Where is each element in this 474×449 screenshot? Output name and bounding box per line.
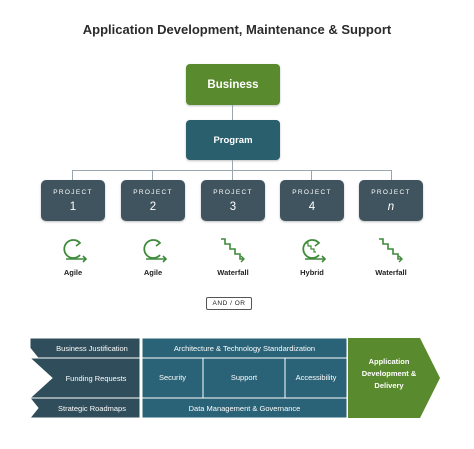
branch-drop-5 [391, 170, 393, 180]
delivery-label: Application Development & Delivery [350, 356, 428, 392]
project-box-n: PROJECT n [359, 180, 423, 221]
method-label-waterfall: Waterfall [375, 268, 407, 277]
left-chevron-bottom [28, 397, 141, 419]
project-box-1: PROJECT 1 [41, 180, 105, 221]
security-label: Security [158, 373, 187, 382]
agile-cycle-icon [143, 239, 168, 263]
waterfall-steps-icon [221, 238, 245, 263]
method-label-agile: Agile [63, 268, 83, 277]
project-number: 1 [69, 201, 77, 213]
data-governance-label: Data Management & Governance [188, 404, 301, 413]
branch-drop-4 [311, 170, 313, 180]
project-number: 3 [229, 201, 237, 213]
strategic-roadmaps-label: Strategic Roadmaps [58, 404, 126, 413]
branch-drop-2 [152, 170, 154, 180]
project-label: PROJECT [53, 189, 93, 196]
diagram-title: Application Development, Maintenance & S… [82, 22, 392, 37]
support-label: Support [230, 373, 258, 382]
hybrid-cycle-icon [302, 239, 327, 263]
project-box-2: PROJECT 2 [121, 180, 185, 221]
project-number: 2 [149, 201, 157, 213]
business-program-connector [232, 105, 234, 120]
accessibility-label: Accessibility [295, 373, 337, 382]
project-number: 4 [308, 201, 316, 213]
project-box-3: PROJECT 3 [201, 180, 265, 221]
delivery-arrow [348, 338, 440, 418]
delivery-line-3: Delivery [374, 381, 404, 390]
program-stem-connector [232, 160, 234, 170]
waterfall-steps-icon [379, 238, 403, 263]
architecture-standardization-label: Architecture & Technology Standardizatio… [173, 344, 316, 353]
center-cell-accessibility [284, 357, 348, 399]
delivery-line-1: Application [368, 357, 410, 366]
business-justification-label: Business Justification [56, 344, 128, 353]
project-label: PROJECT [371, 189, 411, 196]
project-label: PROJECT [292, 189, 332, 196]
center-band-bottom [141, 397, 348, 419]
project-label: PROJECT [133, 189, 173, 196]
delivery-line-2: Development & [361, 369, 417, 378]
method-label-waterfall: Waterfall [217, 268, 249, 277]
agile-cycle-icon [63, 239, 88, 263]
method-label-agile: Agile [143, 268, 163, 277]
project-label: PROJECT [213, 189, 253, 196]
business-box: Business [186, 64, 280, 105]
project-box-4: PROJECT 4 [280, 180, 344, 221]
and-or-badge: AND / OR [206, 297, 252, 310]
funding-requests-label: Funding Requests [65, 374, 127, 383]
center-cell-security [141, 357, 204, 399]
center-cell-support [202, 357, 286, 399]
program-box: Program [186, 120, 280, 160]
method-label-hybrid: Hybrid [300, 268, 324, 277]
branch-drop-1 [72, 170, 74, 180]
project-number: n [387, 201, 395, 213]
branch-drop-3 [232, 170, 234, 180]
